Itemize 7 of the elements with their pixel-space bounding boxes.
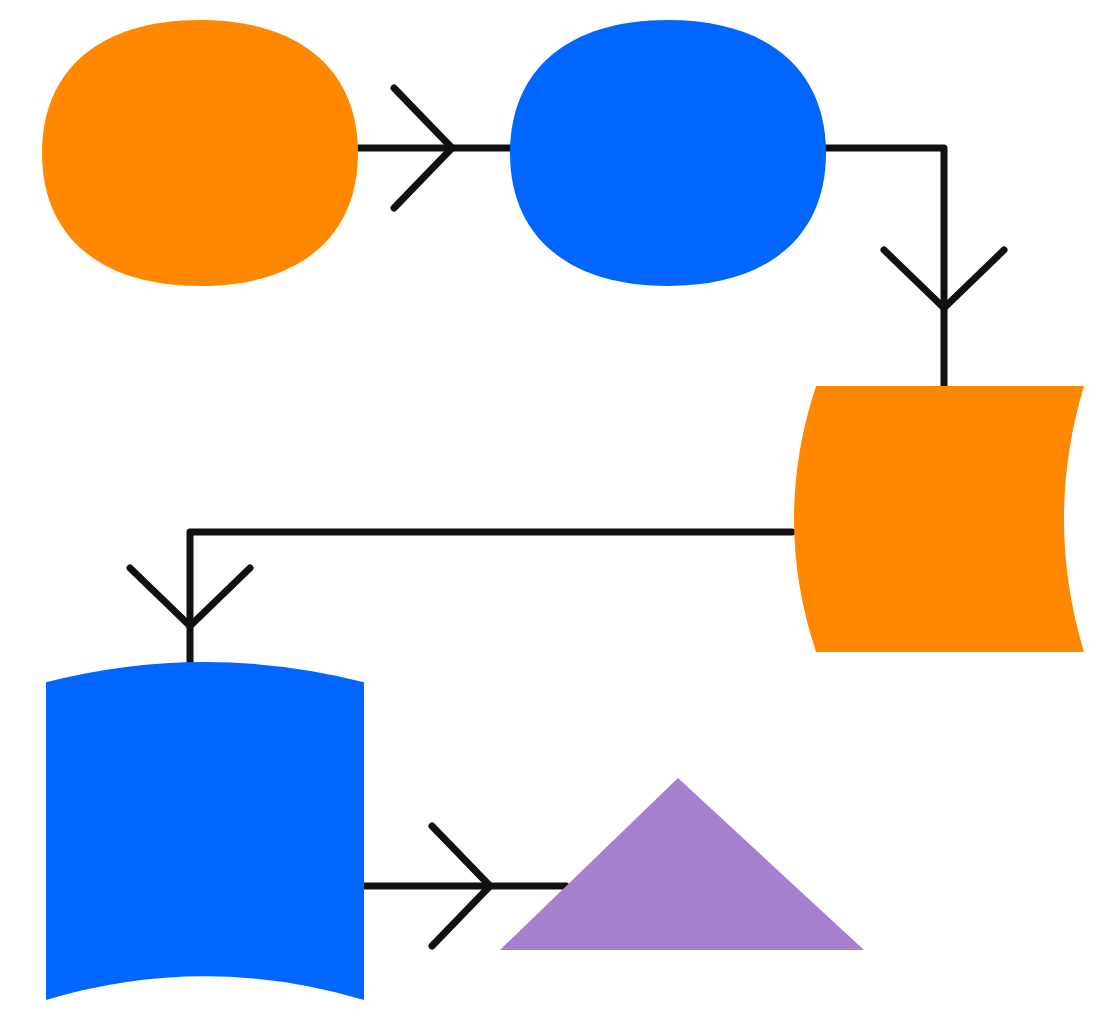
triangle-node bbox=[500, 778, 864, 950]
arrow bbox=[354, 84, 514, 212]
tape-node bbox=[46, 662, 364, 1000]
arrow bbox=[126, 528, 796, 666]
arrow bbox=[822, 144, 1008, 390]
tape-node bbox=[794, 386, 1084, 652]
arrow bbox=[360, 822, 570, 950]
